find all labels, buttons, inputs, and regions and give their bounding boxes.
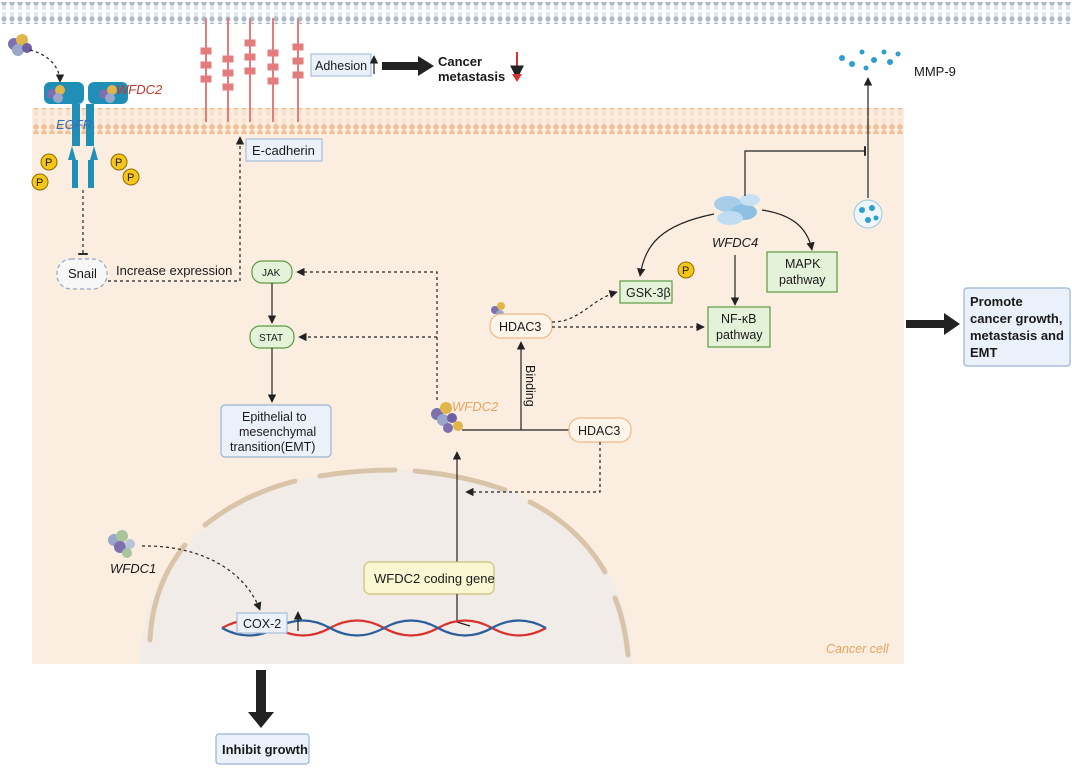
hdac3-top-node — [489, 313, 553, 339]
promote-line3: metastasis and — [970, 328, 1064, 343]
promote-line2: cancer growth, — [970, 311, 1062, 326]
nfkb-line1: NF-κB — [721, 312, 756, 326]
wfdc2-middle-label: WFDC2 — [452, 399, 499, 414]
e-cadherin-label: E-cadherin — [252, 143, 315, 158]
mapk-line2: pathway — [779, 273, 826, 287]
nfkb-pathway-box — [707, 306, 771, 348]
phospho-group: P — [110, 153, 128, 171]
adhesion-box — [310, 53, 372, 77]
nfkb-line2: pathway — [716, 328, 763, 342]
emt-line1: Epithelial to — [242, 410, 307, 424]
wfdc2-receptor-label: WFDC2 — [116, 82, 163, 97]
hdac3-top-label: HDAC3 — [499, 320, 541, 334]
inhibit-growth-box — [215, 733, 310, 765]
mapk-line1: MAPK — [785, 257, 821, 271]
cancer-metastasis-line2: metastasis — [438, 69, 505, 84]
svg-text:P: P — [682, 265, 689, 277]
arrow-to-promote — [906, 313, 960, 335]
snail-node — [56, 258, 108, 290]
cox2-box — [236, 612, 288, 634]
e-cadherin-proteins — [200, 18, 304, 122]
wfdc2-bound-ligand — [47, 85, 117, 103]
wfdc2-middle-protein — [431, 402, 463, 433]
e-cadherin-box — [245, 138, 323, 162]
svg-text:P: P — [115, 157, 122, 169]
nuclear-envelope-segment — [527, 499, 608, 575]
egfr-label: EGFR — [56, 117, 92, 132]
svg-text:P: P — [127, 172, 134, 184]
inhibit-wfdc4-mmp9 — [744, 146, 866, 196]
arrow-wfdc2-to-jak — [296, 267, 438, 400]
arrow-hdac3-to-gsk3b — [551, 290, 618, 323]
wfdc4-protein — [714, 194, 760, 225]
arrow-hdac3-to-gene — [465, 442, 601, 497]
nuclear-envelope-segment — [147, 542, 188, 643]
nuclear-envelope-segment — [612, 595, 631, 658]
emt-line2: mesenchymal — [239, 425, 316, 439]
mapk-pathway-box — [766, 251, 838, 293]
promote-box — [963, 287, 1071, 367]
jak-label: JAK — [262, 268, 281, 279]
promote-line1: Promote — [970, 294, 1023, 309]
svg-text:P: P — [36, 177, 43, 189]
gsk3b-label: GSK-3β — [626, 286, 671, 300]
nuclear-envelope-segment — [317, 467, 398, 479]
emt-line3: transition(EMT) — [230, 440, 315, 454]
wfdc2-coding-gene-label: WFDC2 coding gene — [374, 571, 495, 586]
stat-label: STAT — [259, 333, 283, 344]
wfdc1-protein — [108, 530, 135, 558]
cell-membrane — [32, 108, 904, 134]
top-membrane — [0, 2, 1072, 24]
wfdc4-label: WFDC4 — [712, 235, 758, 250]
nuclear-envelope-segment — [412, 468, 508, 493]
phospho-group: P — [122, 168, 140, 186]
nuclear-envelope-segment — [202, 478, 298, 528]
arrow-wfdc4-to-gsk3b — [637, 213, 715, 277]
svg-text:P: P — [45, 157, 52, 169]
cox2-label: COX-2 — [243, 617, 281, 631]
wfdc2-ligand-extracellular — [8, 34, 32, 56]
arrow-wfdc1-to-cox2 — [141, 545, 262, 611]
gsk3b-phospho: P — [677, 261, 695, 279]
cancer-metastasis-line1: Cancer — [438, 54, 482, 69]
phospho-group: P — [40, 153, 58, 171]
promote-line4: EMT — [970, 345, 998, 360]
arrow-snail-to-ecadherin — [108, 136, 245, 282]
mmp9-vesicle — [853, 199, 883, 229]
wfdc2-coding-gene-box — [363, 561, 495, 595]
gsk3b-box — [619, 280, 673, 304]
arrow-to-inhibit-growth — [248, 670, 274, 728]
emt-box — [220, 404, 332, 458]
arrow-adhesion-to-metastasis — [382, 56, 434, 76]
mmp9-secreted-dots — [839, 49, 901, 71]
arrow-ligand-to-receptor — [29, 49, 65, 83]
hdac3-right-label: HDAC3 — [578, 424, 620, 438]
arrow-wfdc4-to-mapk — [761, 209, 815, 251]
inhibit-growth-label: Inhibit growth — [222, 742, 308, 757]
binding-label: Binding — [523, 365, 537, 407]
snail-label: Snail — [68, 266, 97, 281]
phospho-group: P — [31, 173, 49, 191]
wfdc1-label: WFDC1 — [110, 561, 156, 576]
increase-expression-label: Increase expression — [116, 263, 232, 278]
adhesion-label: Adhesion — [315, 59, 367, 73]
cancer-cell-label: Cancer cell — [826, 642, 890, 656]
mmp9-label: MMP-9 — [914, 64, 956, 79]
